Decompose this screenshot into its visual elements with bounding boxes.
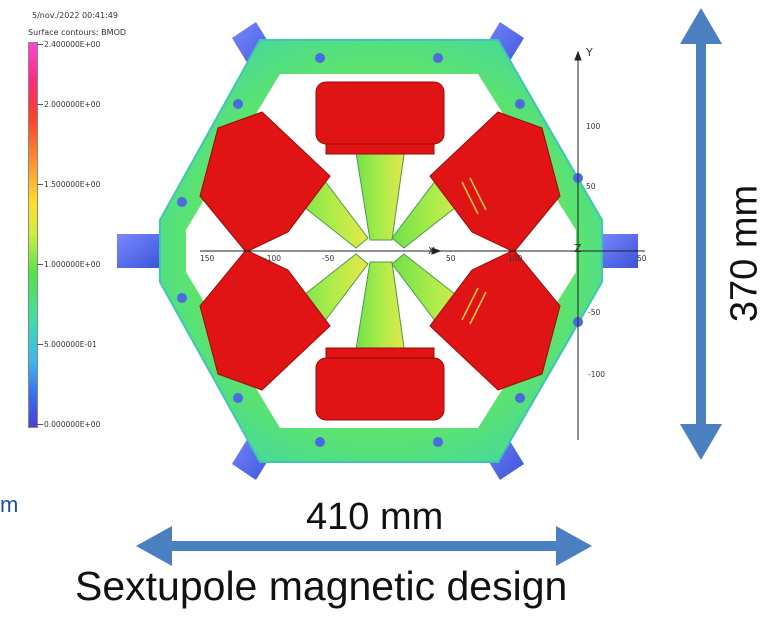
width-arrow-right: [556, 526, 592, 566]
coil-bottom-base: [325, 347, 435, 359]
legend-label: 2.000000E+00: [44, 100, 101, 109]
legend-tick: [37, 44, 43, 45]
x-axis-label: X: [428, 246, 435, 257]
legend-tick: [37, 344, 43, 345]
y-axis-label: Y: [586, 46, 593, 59]
coil-upper-left: [199, 111, 331, 253]
height-arrow-bottom: [680, 424, 722, 460]
z-axis-label: Z: [574, 242, 582, 255]
legend-label: 0.000000E+00: [44, 420, 101, 429]
coil-highlights: [461, 177, 487, 325]
y-tick-label: 100: [586, 122, 601, 131]
mount-lug-left: [117, 234, 163, 268]
coil-top-base: [325, 143, 435, 155]
y-axis-arrow: [574, 50, 582, 61]
legend-label: 1.500000E+00: [44, 180, 101, 189]
x-tick-label: 100: [508, 254, 523, 263]
coordinate-axes: [200, 50, 645, 440]
coil-upper-right: [429, 111, 561, 253]
coil-lower-left: [199, 249, 331, 391]
timestamp: 5/nov./2022 00:41:49: [32, 11, 118, 20]
coils: [199, 81, 561, 421]
x-tick-label: 50: [637, 254, 647, 263]
x-axis-arrow: [431, 247, 442, 255]
cropped-text-fragment: m: [0, 492, 19, 517]
x-tick-label: 150: [200, 254, 215, 263]
bolt-holes: [177, 53, 583, 447]
legend-tick: [37, 424, 43, 425]
legend-label: 1.000000E+00: [44, 260, 101, 269]
width-arrow-shaft: [168, 541, 560, 551]
legend-tick: [37, 104, 43, 105]
height-arrow-shaft: [696, 40, 706, 428]
height-dimension: 370 mm: [723, 184, 766, 323]
legend-tick: [37, 264, 43, 265]
legend-label: 5.000000E-01: [44, 340, 97, 349]
legend-tick: [37, 184, 43, 185]
height-arrow-top: [680, 8, 722, 44]
y-tick-label: -100: [588, 370, 606, 379]
x-tick-label: 50: [446, 254, 456, 263]
coil-lower-right: [429, 249, 561, 391]
legend-title: Surface contours: BMOD: [28, 28, 127, 37]
width-dimension: 410 mm: [306, 496, 444, 538]
y-tick-label: 50: [586, 182, 596, 191]
width-arrow-left: [136, 526, 172, 566]
color-scale-bar: [28, 42, 38, 428]
legend-label: 2.400000E+00: [44, 40, 101, 49]
x-tick-label: -100: [264, 254, 282, 263]
figure-caption: Sextupole magnetic design: [75, 563, 568, 609]
y-tick-label: -50: [588, 308, 601, 317]
x-tick-label: -50: [322, 254, 335, 263]
